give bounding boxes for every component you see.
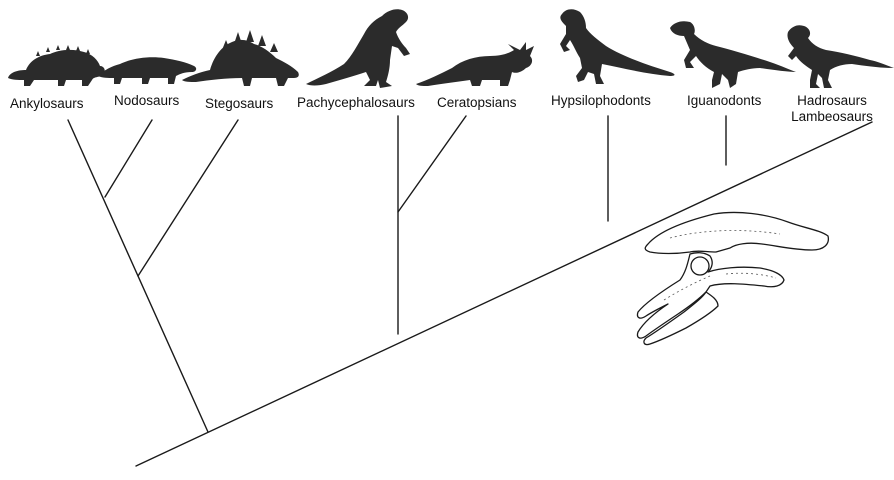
pachycephalosaur-silhouette-icon	[306, 9, 410, 88]
cladogram-branches	[68, 116, 872, 466]
main-trunk-line	[136, 122, 872, 466]
hadrosaurs-label-line1: Hadrosaurs	[784, 93, 880, 109]
nodosaurs-label: Nodosaurs	[114, 93, 179, 109]
nodosaur-silhouette-icon	[98, 57, 196, 84]
hypsilophodont-silhouette-icon	[560, 9, 675, 84]
ceratopsian-silhouette-icon	[416, 42, 534, 86]
ankylosaur-silhouette-icon	[8, 45, 105, 86]
hadrosaurs-label-line2: Lambeosaurs	[784, 109, 880, 125]
hypsilophodonts-label: Hypsilophodonts	[551, 93, 651, 109]
iguanodont-silhouette-icon	[670, 21, 796, 88]
stegosaur-branch-line	[138, 120, 238, 276]
hadrosaur-silhouette-icon	[787, 25, 894, 88]
hadrosaurs-label: Hadrosaurs Lambeosaurs	[784, 93, 880, 125]
ornithischian-pelvis-icon	[637, 212, 828, 344]
nodosaur-branch-line	[105, 120, 152, 197]
ceratopsian-branch-line	[398, 116, 466, 212]
ceratopsians-label: Ceratopsians	[437, 95, 517, 111]
ankylosaurs-label: Ankylosaurs	[10, 96, 84, 112]
stegosaur-silhouette-icon	[182, 30, 299, 86]
stegosaurs-label: Stegosaurs	[205, 96, 273, 112]
pachycephalosaurs-label: Pachycephalosaurs	[297, 95, 415, 111]
iguanodonts-label: Iguanodonts	[687, 93, 761, 109]
